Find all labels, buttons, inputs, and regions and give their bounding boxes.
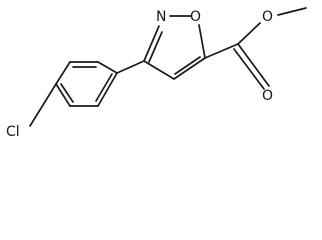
molecule-structure-diagram: Cl N O O O <box>6 7 307 140</box>
c3-n-double-bond-inner <box>148 31 163 63</box>
benzene-bond <box>97 72 118 107</box>
c5-c4-double-bond-inner <box>174 56 201 75</box>
o-c5-bond <box>198 24 206 59</box>
ring-carbonyl-bond <box>204 43 239 59</box>
methyl-ester-group <box>204 7 307 90</box>
c3-n-double-bond <box>143 25 160 62</box>
isoxazole-nitrogen-label: N <box>156 9 166 25</box>
chlorophenyl-ring <box>55 61 118 107</box>
chlorine-label: Cl <box>6 124 20 140</box>
carbonyl-double-bond <box>237 43 270 87</box>
benzene-double-bond <box>95 73 113 102</box>
methyl-bond <box>277 7 307 16</box>
c5-c4-double-bond <box>173 57 206 80</box>
ester-oxygen-bond <box>237 22 261 45</box>
carbonyl-oxygen-label: O <box>262 88 273 104</box>
benzene-bond <box>55 61 71 85</box>
isoxazole-oxygen-label: O <box>190 9 201 25</box>
ester-oxygen-label: O <box>262 9 273 25</box>
benzene-double-bond <box>60 83 74 103</box>
isoxazole-ring <box>143 15 206 80</box>
carbonyl-double-bond-inner <box>233 48 265 90</box>
aryl-isoxazole-bond <box>116 60 145 74</box>
c4-c3-bond <box>143 60 175 80</box>
benzene-bond <box>55 83 71 107</box>
carbon-chlorine-bond <box>29 83 57 127</box>
benzene-bond <box>97 61 118 74</box>
